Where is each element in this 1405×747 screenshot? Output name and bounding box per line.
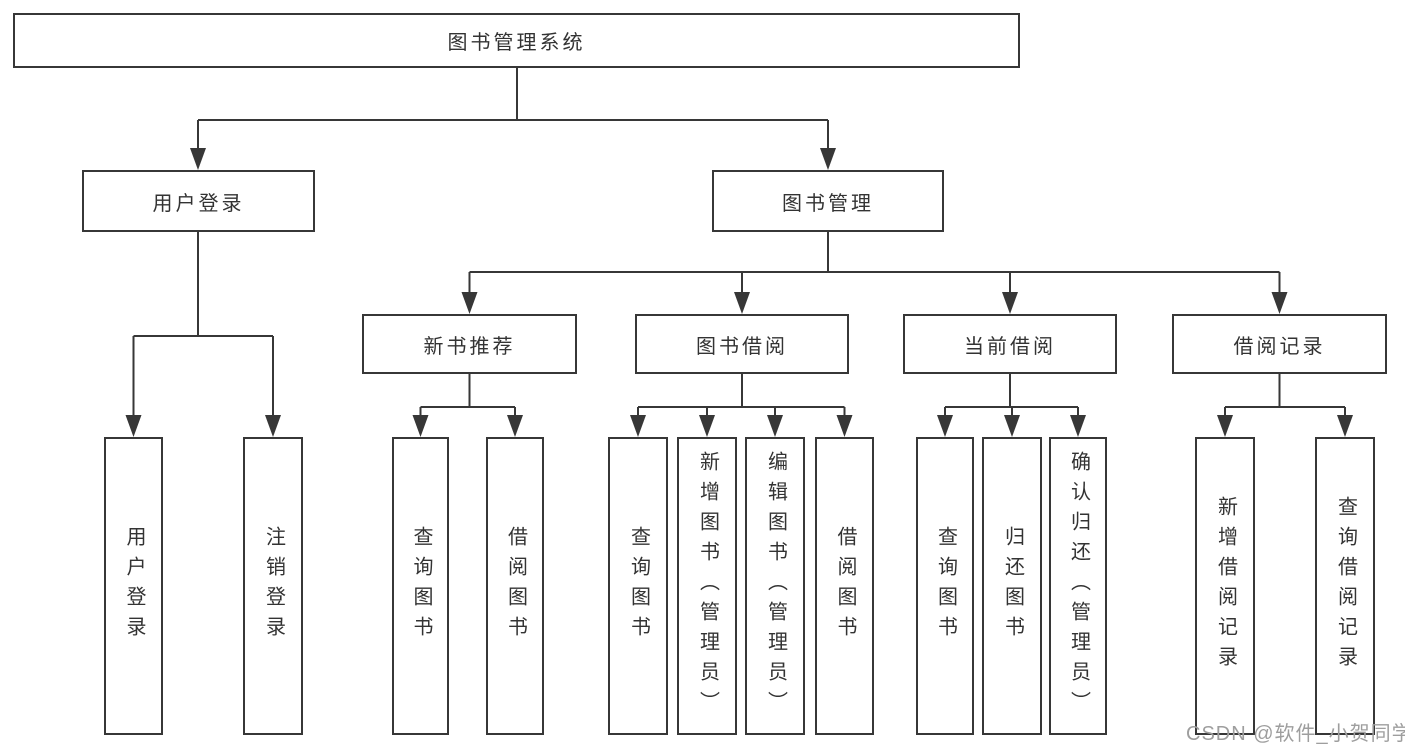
- connector-borrow-records-children: [1224, 374, 1346, 418]
- arrowhead-icon: [265, 415, 281, 437]
- arrowhead-icon: [1337, 415, 1353, 437]
- node-ul-logout: 注销登录: [243, 437, 303, 735]
- node-nbr-query-book: 查询图书: [392, 437, 449, 735]
- node-bb-add-book-label: 新增图书（管理员）: [696, 451, 719, 721]
- node-cb-query-book-label: 查询图书: [934, 526, 957, 646]
- arrowhead-icon: [699, 415, 715, 437]
- node-bb-query-book-label: 查询图书: [627, 526, 650, 646]
- arrowhead-icon: [1217, 415, 1233, 437]
- node-book-borrow: 图书借阅: [635, 314, 849, 374]
- node-ul-login-label: 用户登录: [123, 526, 145, 646]
- arrowhead-icon: [190, 148, 206, 170]
- arrowhead-icon: [1271, 292, 1288, 314]
- node-nbr-query-book-label: 查询图书: [410, 526, 432, 646]
- node-cb-confirm-return: 确认归还（管理员）: [1049, 437, 1107, 735]
- arrowhead-icon: [767, 415, 783, 437]
- node-br-add-record-label: 新增借阅记录: [1214, 496, 1237, 676]
- arrowhead-icon: [1002, 292, 1018, 314]
- connector-book-borrow-children: [637, 374, 846, 418]
- node-bb-edit-book-label: 编辑图书（管理员）: [764, 451, 787, 721]
- arrowhead-icon: [836, 415, 853, 437]
- arrowhead-icon: [507, 415, 523, 437]
- arrowhead-icon: [820, 148, 836, 170]
- arrowhead-icon: [734, 292, 750, 314]
- node-bb-borrow-book: 借阅图书: [815, 437, 874, 735]
- connector-user-login-children: [132, 232, 274, 418]
- arrowhead-icon: [412, 415, 429, 437]
- node-br-add-record: 新增借阅记录: [1195, 437, 1255, 735]
- node-cb-query-book: 查询图书: [916, 437, 974, 735]
- node-nbr-borrow-book: 借阅图书: [486, 437, 544, 735]
- watermark: CSDN @软件_小贺同学: [1186, 723, 1405, 745]
- arrowhead-icon: [630, 415, 646, 437]
- node-ul-login: 用户登录: [104, 437, 163, 735]
- arrowhead-icon: [125, 415, 142, 437]
- node-cb-return-book: 归还图书: [982, 437, 1042, 735]
- connector-current-borrow-children: [944, 374, 1079, 418]
- node-cb-confirm-return-label: 确认归还（管理员）: [1067, 451, 1090, 721]
- arrowhead-icon: [937, 415, 953, 437]
- node-new-book-rec: 新书推荐: [362, 314, 577, 374]
- node-current-borrow: 当前借阅: [903, 314, 1117, 374]
- node-bb-query-book: 查询图书: [608, 437, 668, 735]
- node-user-login: 用户登录: [82, 170, 315, 232]
- arrowhead-icon: [1070, 415, 1086, 437]
- connector-new-book-rec-children: [419, 374, 516, 418]
- connector-book-mgmt-children: [468, 232, 1281, 294]
- arrowhead-icon: [1004, 415, 1020, 437]
- node-bb-borrow-book-label: 借阅图书: [834, 526, 856, 646]
- node-nbr-borrow-book-label: 借阅图书: [504, 526, 527, 646]
- node-book-mgmt: 图书管理: [712, 170, 944, 232]
- arrowhead-icon: [461, 292, 478, 314]
- node-bb-edit-book: 编辑图书（管理员）: [745, 437, 805, 735]
- connector-root-to-level2: [197, 68, 829, 150]
- node-br-query-record-label: 查询借阅记录: [1334, 496, 1357, 676]
- node-borrow-records: 借阅记录: [1172, 314, 1387, 374]
- node-cb-return-book-label: 归还图书: [1001, 526, 1024, 646]
- node-root: 图书管理系统: [13, 13, 1020, 68]
- node-bb-add-book: 新增图书（管理员）: [677, 437, 737, 735]
- node-br-query-record: 查询借阅记录: [1315, 437, 1375, 735]
- node-ul-logout-label: 注销登录: [262, 526, 285, 646]
